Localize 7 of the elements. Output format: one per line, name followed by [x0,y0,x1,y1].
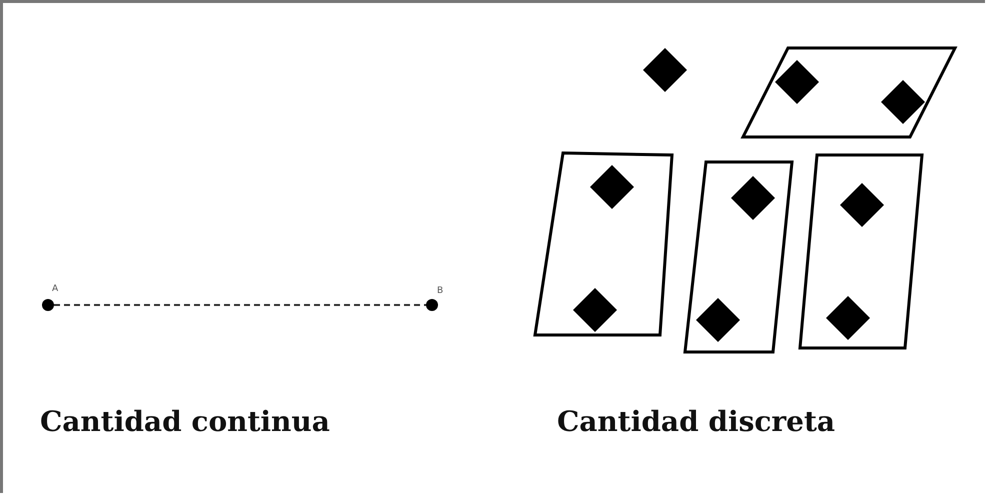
dashed-segment [54,304,426,306]
point [42,299,54,311]
point [426,299,438,311]
caption: Cantidad discreta [557,405,836,438]
point-label: A [52,284,58,294]
caption: Cantidad continua [40,405,330,438]
point-label: B [437,286,444,296]
